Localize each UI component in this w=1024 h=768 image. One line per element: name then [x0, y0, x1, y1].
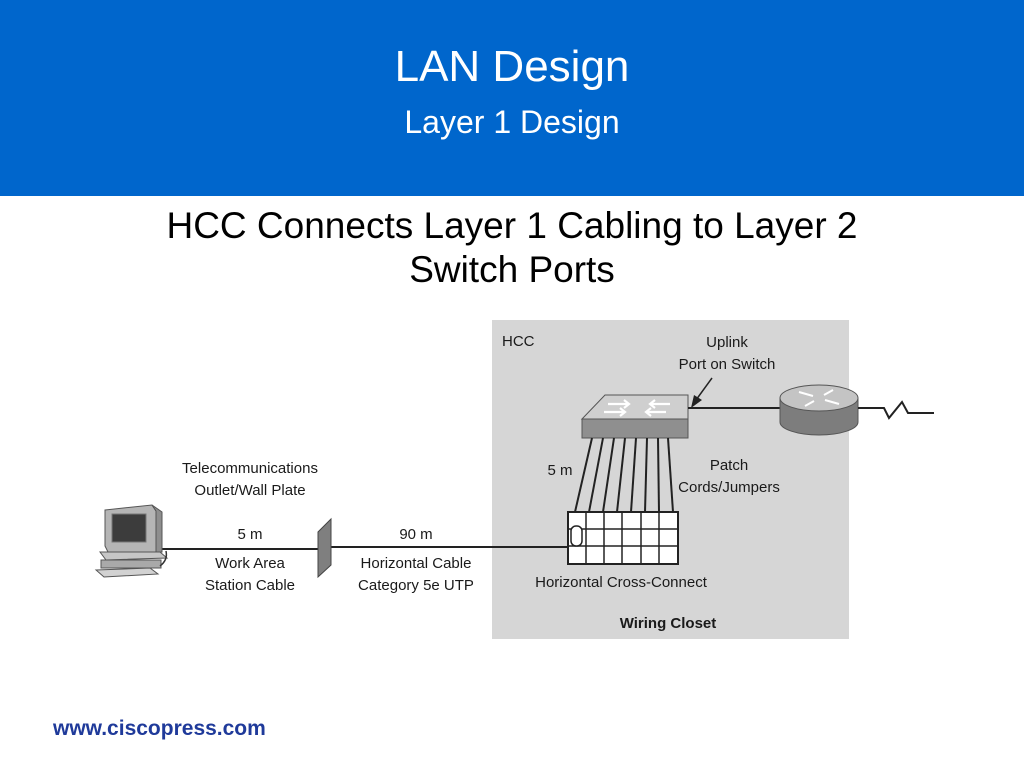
outlet-label-1: Telecommunications [182, 460, 318, 477]
footer-url: www.ciscopress.com [53, 717, 266, 740]
wall-plate-icon [317, 517, 332, 579]
title-banner: LAN Design Layer 1 Design [0, 0, 1024, 196]
patch-panel-icon [567, 511, 679, 565]
hcc-label: HCC [502, 333, 535, 350]
router-icon [779, 384, 859, 436]
slide-subtitle: Layer 1 Design [404, 104, 620, 140]
lan-layer1-diagram: HCC [94, 320, 934, 639]
work-area-length-label: 5 m [237, 526, 262, 543]
uplink-label-2: Port on Switch [679, 356, 776, 373]
patch-label-2: Cords/Jumpers [678, 479, 780, 496]
horizontal-label-2: Category 5e UTP [358, 577, 474, 594]
wiring-closet-label: Wiring Closet [620, 615, 717, 632]
headline-line-2: Switch Ports [409, 249, 615, 290]
work-area-label-1: Work Area [215, 555, 285, 572]
wan-link-icon [858, 400, 934, 420]
uplink-label-1: Uplink [706, 334, 748, 351]
switch-icon [580, 394, 689, 439]
slide-title: LAN Design [394, 42, 630, 91]
horizontal-length-label: 90 m [399, 526, 432, 543]
patch-length-label: 5 m [547, 462, 572, 479]
patch-label-1: Patch [710, 457, 748, 474]
cross-connect-label: Horizontal Cross-Connect [535, 574, 708, 591]
horizontal-label-1: Horizontal Cable [361, 555, 472, 572]
work-area-label-2: Station Cable [205, 577, 295, 594]
outlet-label-2: Outlet/Wall Plate [194, 482, 305, 499]
slide-headline: HCC Connects Layer 1 Cabling to Layer 2 … [40, 204, 984, 292]
headline-line-1: HCC Connects Layer 1 Cabling to Layer 2 [166, 205, 858, 246]
workstation-icon [94, 504, 169, 578]
uplink-arrow [691, 377, 713, 408]
patch-cords [574, 437, 674, 513]
